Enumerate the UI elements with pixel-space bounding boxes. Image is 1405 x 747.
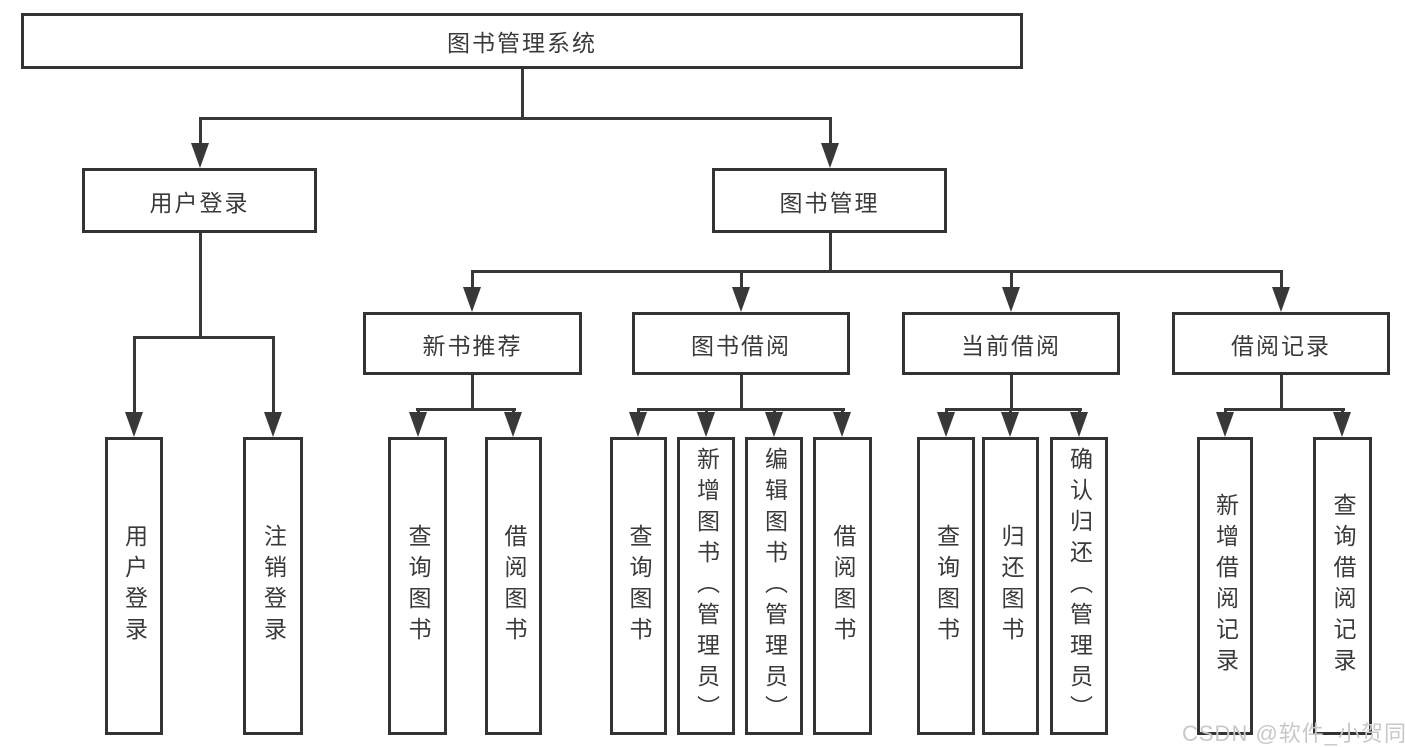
connector-arrow-current-query: [937, 408, 955, 437]
csdn-watermark: CSDN @软件_小贺同学: [1182, 721, 1405, 746]
leaf-user-login: 用户登录: [105, 437, 163, 735]
node-book-borrow-label: 图书借阅: [691, 332, 791, 359]
connector-arrow-current-confirm: [1070, 408, 1088, 437]
leaf-borrow-add-book-label: 新增图书（管理员）: [693, 446, 720, 726]
leaf-borrow-borrow-book-label: 借阅图书: [830, 524, 856, 648]
connector-arrow-borrow-borrow: [833, 408, 851, 437]
connector-arrow-user-login: [191, 117, 209, 168]
connector-records-stem: [1280, 375, 1283, 411]
leaf-borrow-query-book: 查询图书: [610, 437, 667, 735]
leaf-recommend-query-book-label: 查询图书: [405, 524, 431, 648]
leaf-logout-login: 注销登录: [243, 437, 303, 735]
leaf-current-query-book: 查询图书: [917, 437, 975, 735]
connector-current-rail: [945, 408, 1082, 411]
node-book-management-label: 图书管理: [779, 189, 880, 216]
connector-arrow-recommend-query: [409, 408, 427, 437]
leaf-recommend-borrow-book-label: 借阅图书: [501, 524, 527, 648]
connector-recommend-stem: [471, 375, 474, 411]
connector-book-management-stem: [829, 233, 832, 273]
leaf-current-confirm-return-label: 确认归还（管理员）: [1066, 446, 1093, 726]
connector-level3-rail: [471, 270, 1283, 273]
leaf-current-query-book-label: 查询图书: [933, 524, 960, 648]
node-root-label: 图书管理系统: [447, 30, 597, 56]
leaf-records-add-record: 新增借阅记录: [1197, 437, 1253, 735]
leaf-logout-login-label: 注销登录: [260, 524, 287, 648]
connector-current-stem: [1010, 375, 1013, 411]
connector-recommend-rail: [416, 408, 516, 411]
node-root: 图书管理系统: [21, 13, 1023, 69]
connector-arrow-leaf-logout: [264, 336, 282, 437]
connector-arrow-leaf-user-login: [125, 336, 143, 437]
node-current-borrow-label: 当前借阅: [961, 332, 1061, 359]
connector-arrow-borrow-records: [1272, 270, 1290, 312]
node-new-book-recommend: 新书推荐: [363, 312, 582, 375]
connector-root-stem: [521, 69, 524, 120]
connector-level2-rail: [199, 117, 832, 120]
connector-arrow-current-borrow: [1002, 270, 1020, 312]
connector-arrow-book-management: [821, 117, 839, 168]
connector-arrow-records-query: [1333, 408, 1351, 437]
leaf-records-query-record-label: 查询借阅记录: [1330, 493, 1356, 679]
connector-records-rail: [1224, 408, 1345, 411]
node-current-borrow: 当前借阅: [902, 312, 1120, 375]
leaf-current-return-book-label: 归还图书: [998, 524, 1024, 648]
node-user-login-label: 用户登录: [149, 189, 250, 216]
node-new-book-recommend-label: 新书推荐: [422, 332, 523, 359]
connector-arrow-book-borrow: [732, 270, 750, 312]
leaf-records-add-record-label: 新增借阅记录: [1212, 493, 1239, 679]
node-book-borrow: 图书借阅: [632, 312, 850, 375]
node-user-login: 用户登录: [82, 168, 317, 233]
leaf-borrow-edit-book: 编辑图书（管理员）: [745, 437, 803, 735]
connector-user-login-rail: [133, 336, 275, 339]
node-book-management: 图书管理: [712, 168, 947, 233]
leaf-current-confirm-return: 确认归还（管理员）: [1050, 437, 1108, 735]
connector-user-login-stem: [199, 233, 202, 339]
leaf-records-query-record: 查询借阅记录: [1313, 437, 1372, 735]
leaf-recommend-query-book: 查询图书: [388, 437, 447, 735]
connector-arrow-borrow-query: [629, 408, 647, 437]
leaf-recommend-borrow-book: 借阅图书: [485, 437, 542, 735]
connector-arrow-borrow-edit: [765, 408, 783, 437]
node-borrow-records-label: 借阅记录: [1231, 332, 1331, 359]
connector-borrow-rail: [637, 408, 845, 411]
connector-arrow-recommend-borrow: [504, 408, 522, 437]
node-borrow-records: 借阅记录: [1172, 312, 1390, 375]
connector-borrow-stem: [740, 375, 743, 411]
connector-arrow-borrow-add: [697, 408, 715, 437]
leaf-borrow-query-book-label: 查询图书: [626, 524, 652, 648]
connector-arrow-records-add: [1216, 408, 1234, 437]
leaf-borrow-edit-book-label: 编辑图书（管理员）: [761, 446, 788, 726]
leaf-user-login-label: 用户登录: [121, 524, 148, 648]
leaf-borrow-borrow-book: 借阅图书: [813, 437, 872, 735]
leaf-borrow-add-book: 新增图书（管理员）: [677, 437, 735, 735]
leaf-current-return-book: 归还图书: [982, 437, 1039, 735]
connector-arrow-new-book-recommend: [463, 270, 481, 312]
connector-arrow-current-return: [1001, 408, 1019, 437]
